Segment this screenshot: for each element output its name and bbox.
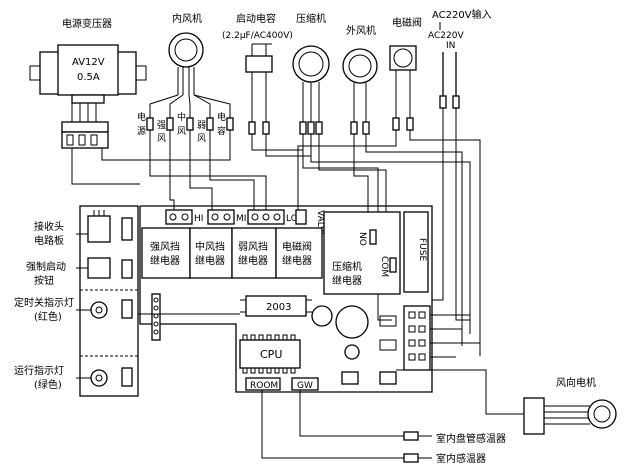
svg-text:继电器: 继电器 <box>195 254 225 267</box>
cpu-chip <box>239 339 301 369</box>
left-panel: 接收头 电路板 强制启动 按钮 定时关指示灯 (红色) 运行指示灯 (绿色) <box>14 205 240 397</box>
wire-label-cap-b: 容 <box>217 125 226 137</box>
wire-label-weak-b: 风 <box>197 133 206 144</box>
socket-gw <box>291 377 319 391</box>
terminal-block <box>403 305 431 371</box>
coil-sensor: 室内盘管感温器 <box>299 390 506 445</box>
transformer-spec-voltage: AV12V <box>72 57 105 68</box>
ac-input: AC220V输入 AC220V IN <box>428 8 492 109</box>
svg-text:电磁阀: 电磁阀 <box>282 240 312 253</box>
socket-room-label: ROOM <box>250 381 278 391</box>
svg-text:继电器: 继电器 <box>332 274 362 287</box>
fuse-label: FUSE <box>417 238 427 261</box>
start-capacitor: 启动电容 (2.2μF/AC400V) <box>222 12 293 122</box>
svg-text:继电器: 继电器 <box>282 254 312 267</box>
force-start-label-2: 按钮 <box>34 274 54 287</box>
capacitor-large <box>335 305 369 339</box>
wire-label-power-b: 源 <box>137 126 146 137</box>
indoor-fan-label: 内风机 <box>172 12 202 25</box>
room-sensor-label: 室内感温器 <box>436 452 486 465</box>
svg-text:中风挡: 中风挡 <box>195 240 225 253</box>
control-board: HI MI LO VALVE 强风挡 继电器 中风挡 继电器 弱风挡 继电器 电… <box>139 205 480 393</box>
compressor-label: 压缩机 <box>296 12 326 25</box>
connector-lo <box>247 209 285 225</box>
harness-wires <box>71 108 481 356</box>
svg-text:继电器: 继电器 <box>238 254 268 267</box>
capacitor-tiny <box>344 344 360 360</box>
outdoor-fan-label: 外风机 <box>346 24 376 37</box>
relay-com-label: COM <box>379 256 389 277</box>
wire-label-power-a: 电 <box>137 111 146 123</box>
transformer: 电源变压器 AV12V 0.5A <box>29 17 147 149</box>
svg-text:压缩机: 压缩机 <box>332 260 362 273</box>
timer-led-label-1: 定时关指示灯 <box>14 296 74 309</box>
relay-strong <box>141 227 191 279</box>
wire-label-weak-a: 弱 <box>197 120 206 131</box>
chip-2003 <box>245 295 307 317</box>
coil-sensor-label: 室内盘管感温器 <box>436 432 506 445</box>
ac-input-voltage: AC220V <box>428 31 464 41</box>
indoor-fan-motor: 内风机 <box>168 12 204 95</box>
connector-lo-label: LO <box>286 214 298 224</box>
start-cap-spec: (2.2μF/AC400V) <box>222 31 293 41</box>
relay-mid <box>189 227 233 279</box>
outdoor-fan: 外风机 <box>342 24 378 122</box>
receiver-label-1: 接收头 <box>34 220 64 233</box>
socket-room <box>245 377 281 391</box>
connector-mi <box>207 209 235 225</box>
force-start-label-1: 强制启动 <box>26 260 66 273</box>
run-led-label-1: 运行指示灯 <box>14 364 64 377</box>
room-sensor: 室内感温器 <box>261 390 486 465</box>
swing-motor: 风向电机 <box>396 369 617 435</box>
svg-text:强风挡: 强风挡 <box>150 240 180 253</box>
chip-2003-label: 2003 <box>266 302 291 313</box>
connector-valve <box>295 209 307 225</box>
run-led-label-2: (绿色) <box>34 378 62 391</box>
relay-no-label: NO <box>357 232 367 246</box>
wire-label-strong-a: 强 <box>157 120 166 131</box>
wire-connectors: 电 源 强 风 中 风 弱 风 电 容 <box>137 94 414 144</box>
transformer-spec-current: 0.5A <box>77 72 100 83</box>
capacitor-small <box>311 305 333 327</box>
ac-input-label: AC220V输入 <box>432 8 492 21</box>
relay-compressor <box>323 211 401 295</box>
wire-label-mid-b: 风 <box>177 126 186 137</box>
compressor: 压缩机 <box>292 12 330 122</box>
wire-label-mid-a: 中 <box>177 111 186 123</box>
cpu-label: CPU <box>260 348 282 361</box>
wire-label-cap-a: 电 <box>217 111 226 123</box>
relay-solenoid <box>275 227 323 279</box>
swing-motor-label: 风向电机 <box>556 376 596 389</box>
solenoid-valve: 电磁阀 <box>389 16 422 118</box>
timer-led <box>90 301 108 319</box>
svg-text:继电器: 继电器 <box>150 254 180 267</box>
connector-valve-label: VALVE <box>315 210 325 238</box>
fuse <box>403 211 429 293</box>
run-led <box>90 369 108 387</box>
start-cap-label: 启动电容 <box>236 12 276 25</box>
relay-weak <box>231 227 277 279</box>
connector-mi-label: MI <box>236 214 246 224</box>
receiver-label-2: 电路板 <box>34 234 64 247</box>
solenoid-label: 电磁阀 <box>392 16 422 29</box>
pin-header <box>151 293 161 341</box>
timer-led-label-2: (红色) <box>34 310 62 323</box>
connector-hi-label: HI <box>194 214 203 224</box>
connector-hi <box>165 209 193 225</box>
transformer-label: 电源变压器 <box>62 17 112 30</box>
ac-input-in: IN <box>446 41 455 51</box>
socket-gw-label: GW <box>297 381 313 391</box>
svg-text:弱风挡: 弱风挡 <box>238 240 268 253</box>
wire-label-strong-b: 风 <box>157 133 166 144</box>
